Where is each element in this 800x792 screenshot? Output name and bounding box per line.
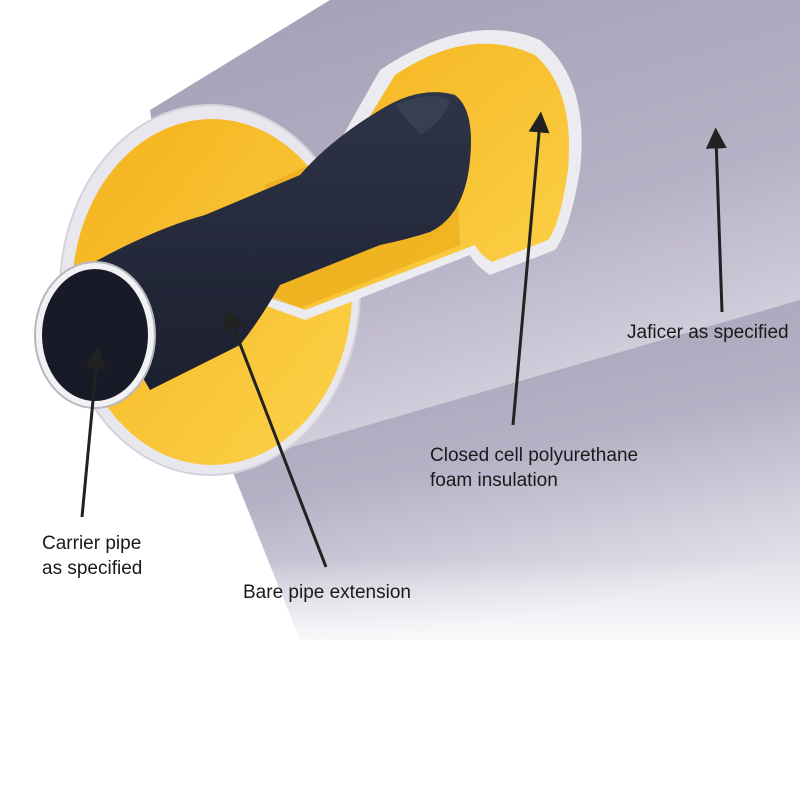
bare-pipe-extension xyxy=(80,92,471,390)
label-foam-line2: foam insulation xyxy=(430,470,558,491)
outer-jacket-lower xyxy=(230,300,800,640)
arrow-bare xyxy=(223,308,328,568)
label-jacket-line1: Jaficer as specified xyxy=(627,322,789,343)
arrow-carrier xyxy=(80,347,107,518)
label-foam-line1: Closed cell polyurethane xyxy=(430,445,639,466)
label-jacket: Jaficer as specified xyxy=(627,320,789,345)
arrow-foam xyxy=(511,111,550,426)
label-foam-insulation: Closed cell polyurethane foam insulation xyxy=(430,443,638,493)
label-carrier-pipe: Carrier pipe as specified xyxy=(42,531,142,581)
label-carrier-line1: Carrier pipe xyxy=(42,533,142,554)
bottom-fade xyxy=(0,560,800,650)
arrow-jacket xyxy=(705,127,727,313)
label-carrier-line2: as specified xyxy=(42,558,143,579)
label-bare-pipe-extension: Bare pipe extension xyxy=(243,580,411,605)
pipe-highlight xyxy=(395,96,450,135)
label-bare-line1: Bare pipe extension xyxy=(243,582,411,603)
carrier-pipe-bore xyxy=(42,269,148,401)
